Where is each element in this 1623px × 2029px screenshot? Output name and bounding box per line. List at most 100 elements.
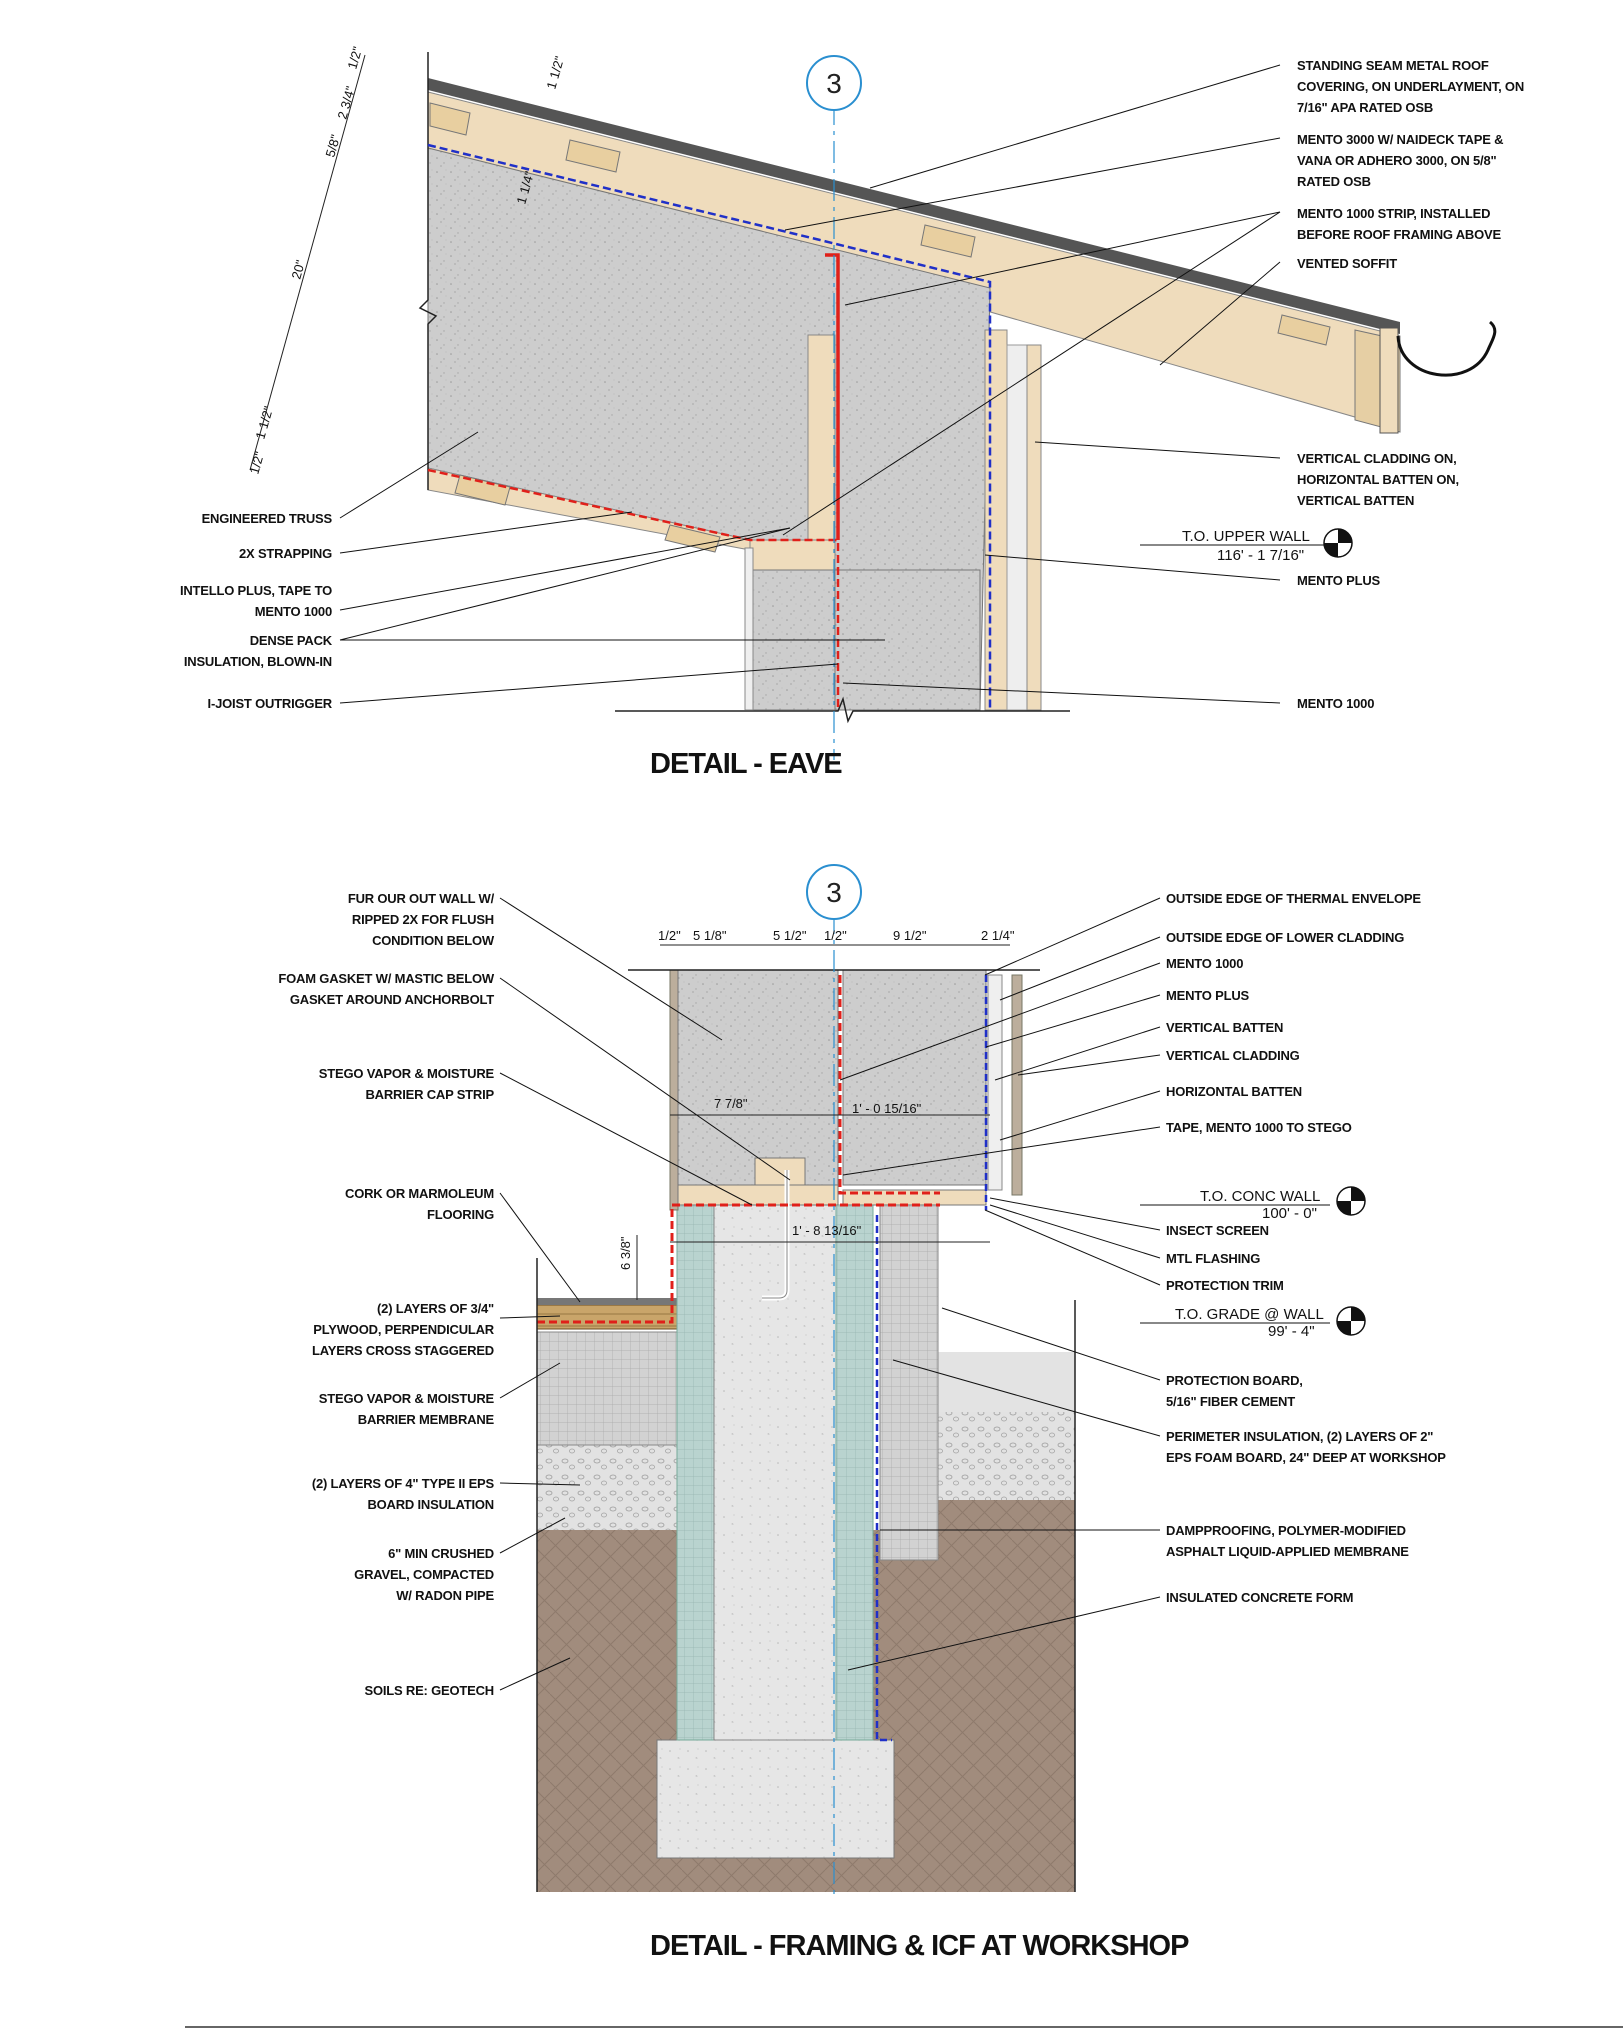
dimension-text: 1 1/2" — [543, 54, 567, 91]
dampproofing — [875, 1215, 892, 1742]
label-thermal-envelope: OUTSIDE EDGE OF THERMAL ENVELOPE — [1166, 891, 1421, 906]
leader — [339, 431, 479, 519]
leader — [984, 554, 1281, 581]
leader — [989, 1197, 1161, 1231]
leader — [499, 1192, 581, 1303]
label-vertical-cladding: VERTICAL CLADDING ON, HORIZONTAL BATTEN … — [1297, 451, 1459, 508]
leader — [782, 211, 1281, 536]
leader — [784, 137, 1281, 231]
dimension-text: 6 3/8" — [618, 1236, 633, 1270]
vertical-cladding — [1011, 974, 1023, 1196]
leader — [499, 897, 723, 1041]
leader — [844, 211, 1281, 306]
leader — [869, 64, 1281, 189]
mento-1000 — [838, 975, 940, 1195]
eps-board-insulation — [536, 1331, 678, 1446]
plywood-subfloor — [536, 1304, 678, 1330]
label-protection-trim: PROTECTION TRIM — [1166, 1278, 1284, 1293]
label-mento-1000: MENTO 1000 — [1297, 696, 1375, 711]
leader — [989, 1204, 1161, 1259]
leader — [842, 682, 1281, 704]
leader — [994, 1026, 1161, 1081]
grid-bubble-label: 3 — [826, 877, 842, 908]
roof-block — [429, 102, 471, 136]
leader — [339, 527, 791, 611]
exterior-gravel — [935, 1410, 1075, 1500]
dimension-text: 2 3/4" — [334, 84, 358, 121]
dimension-text: 1' - 0 15/16" — [852, 1101, 922, 1116]
wall-top-plate — [749, 539, 836, 571]
label-stego-cap-strip: STEGO VAPOR & MOISTURE BARRIER CAP STRIP — [318, 1066, 494, 1102]
dimension-text: 5 1/8" — [693, 928, 727, 943]
grid-bubble — [806, 55, 862, 111]
leader — [941, 1307, 1161, 1381]
leader — [339, 527, 791, 641]
mento-1000-strip — [825, 253, 840, 540]
dimension-text: 1/2" — [658, 928, 681, 943]
label-eps-board: (2) LAYERS OF 4" TYPE II EPS BOARD INSUL… — [311, 1476, 494, 1512]
leader — [999, 1090, 1161, 1141]
label-intello-plus: INTELLO PLUS, TAPE TO MENTO 1000 — [179, 583, 332, 619]
dimension-text: 5 1/2" — [773, 928, 807, 943]
upper-wall-insulation-inner — [677, 969, 839, 1186]
roof-block — [920, 224, 976, 258]
icf-concrete-core — [713, 1204, 837, 1741]
dimension-text: 1/2" — [344, 45, 365, 71]
level-marker-fill — [1324, 529, 1352, 557]
block — [754, 1157, 806, 1186]
cladding-gap — [1006, 344, 1028, 711]
leader — [499, 1072, 753, 1206]
label-perimeter-insulation: PERIMETER INSULATION, (2) LAYERS OF 2" E… — [1166, 1429, 1446, 1465]
label-mento-1000: MENTO 1000 — [1166, 956, 1244, 971]
grid-bubble — [806, 864, 862, 920]
leader — [339, 663, 839, 704]
leader — [499, 1517, 566, 1554]
dimension-text: 7 7/8" — [714, 1096, 748, 1111]
grid-bubble-label: 3 — [826, 68, 842, 99]
label-cork-flooring: CORK OR MARMOLEUM FLOORING — [345, 1186, 494, 1222]
mento-plus-line — [427, 143, 992, 710]
label-dampproofing: DAMPPROOFING, POLYMER-MODIFIED ASPHALT L… — [1166, 1523, 1409, 1559]
label-vertical-batten: VERTICAL BATTEN — [1166, 1020, 1284, 1035]
truss-block — [664, 524, 721, 553]
leader — [892, 1359, 1161, 1437]
label-soils: SOILS RE: GEOTECH — [364, 1683, 494, 1698]
label-tape-mento: TAPE, MENTO 1000 TO STEGO — [1166, 1120, 1352, 1135]
gutter — [1396, 320, 1497, 377]
dimension-text: 9 1/2" — [893, 928, 927, 943]
label-mento-1000-strip: MENTO 1000 STRIP, INSTALLED BEFORE ROOF … — [1297, 206, 1501, 242]
soil-exterior — [935, 1500, 1075, 1532]
leader — [1017, 1054, 1161, 1076]
icf-foam-interior — [676, 1204, 715, 1741]
eave-detail-title: DETAIL - EAVE — [650, 748, 843, 780]
leader — [499, 1315, 561, 1319]
label-stego-membrane: STEGO VAPOR & MOISTURE BARRIER MEMBRANE — [318, 1391, 494, 1427]
leader — [984, 897, 1161, 976]
leader — [985, 994, 1161, 1048]
label-insect-screen: INSECT SCREEN — [1166, 1223, 1269, 1238]
wall-stud — [807, 334, 836, 541]
label-plywood: (2) LAYERS OF 3/4" PLYWOOD, PERPENDICULA… — [312, 1301, 494, 1358]
roof-block — [565, 139, 621, 173]
dimension-text: 1' - 8 13/16" — [792, 1223, 862, 1238]
crushed-gravel — [537, 1445, 677, 1530]
level-elevation: 100' - 0" — [1262, 1205, 1317, 1222]
stego-membrane — [537, 1203, 940, 1324]
label-mtl-flashing: MTL FLASHING — [1166, 1251, 1261, 1266]
leader — [839, 962, 1161, 1081]
leader — [499, 977, 791, 1181]
leader — [847, 1596, 1161, 1671]
label-vertical-cladding: VERTICAL CLADDING — [1166, 1048, 1300, 1063]
level-elevation: 99' - 4" — [1268, 1323, 1315, 1340]
vertical-batten — [984, 329, 1008, 711]
vertical-batten — [987, 974, 1003, 1191]
label-2x-strapping: 2X STRAPPING — [239, 546, 332, 561]
dimension-text: 5/8" — [322, 133, 343, 159]
leader — [499, 1657, 571, 1691]
leader — [999, 936, 1161, 1001]
sill-plate — [677, 1184, 839, 1206]
intello-plus-line — [427, 468, 838, 542]
leader — [842, 1126, 1161, 1176]
dimension-text: 20" — [288, 258, 308, 281]
